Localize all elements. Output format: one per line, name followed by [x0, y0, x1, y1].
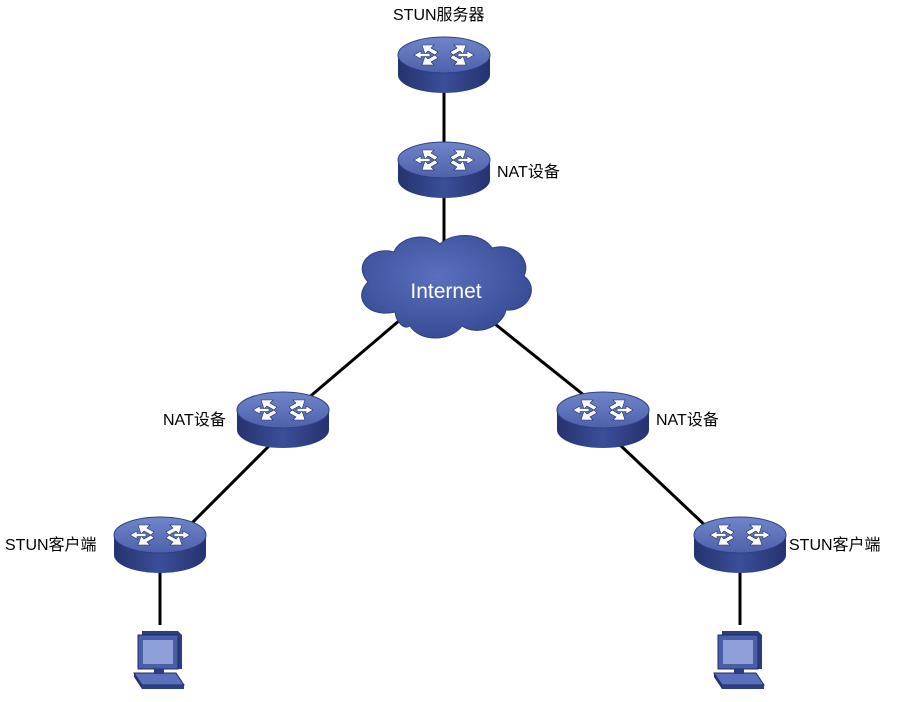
- internet-cloud-icon: Internet: [361, 234, 532, 339]
- client-left-label: STUN客户端: [5, 537, 97, 554]
- nat-top-router-icon: [397, 141, 491, 199]
- link-internet-nat-right: [489, 318, 591, 402]
- nat-right-router-icon: [556, 391, 650, 449]
- client-left-router-icon: [113, 516, 207, 574]
- stun-server-router-icon: [397, 36, 491, 94]
- link-internet-nat-left: [299, 318, 401, 407]
- client-right-router-icon: [693, 516, 787, 574]
- nat-right-label: NAT设备: [656, 412, 719, 429]
- nat-left-router-icon: [236, 391, 330, 449]
- client-right-label: STUN客户端: [789, 537, 881, 554]
- pc-right-icon: [713, 630, 765, 690]
- link-nat-left-client-left: [183, 443, 272, 532]
- cloud-label: Internet: [410, 280, 481, 303]
- stun-server-label: STUN服务器: [393, 7, 485, 24]
- nat-top-label: NAT设备: [497, 164, 560, 181]
- pc-left-icon: [133, 630, 185, 690]
- nat-left-label: NAT设备: [163, 412, 226, 429]
- link-nat-right-client-right: [618, 443, 712, 532]
